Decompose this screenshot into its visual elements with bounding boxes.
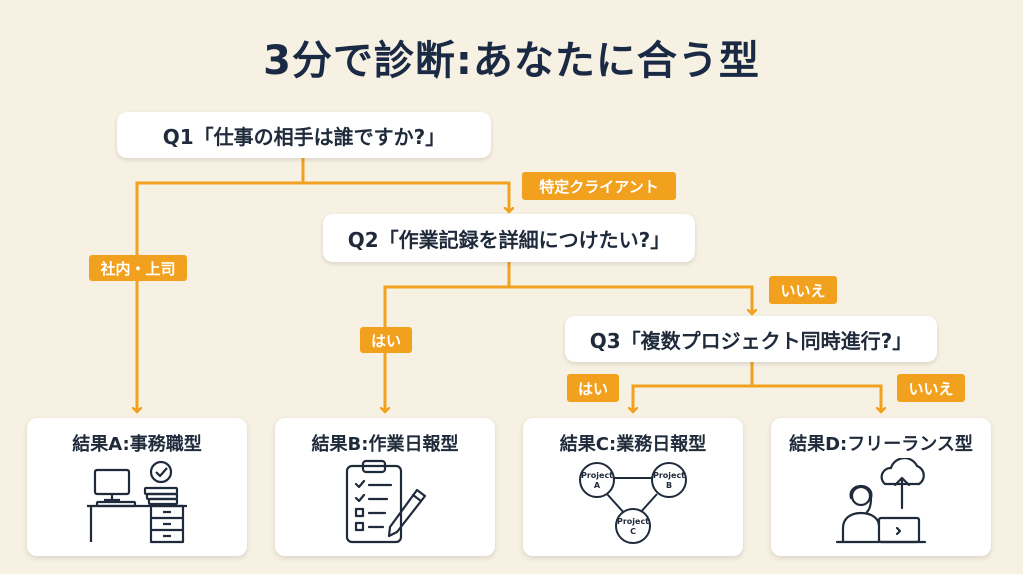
result-card-a: 結果A:事務職型 (27, 418, 247, 556)
branch-tag-q3-no: いいえ (897, 374, 965, 402)
branch-tag-q1-client: 特定クライアント (522, 172, 676, 200)
node-a-letter: A (594, 481, 601, 490)
connector-q2-to-q3 (509, 285, 752, 314)
result-a-title: 結果A:事務職型 (72, 434, 202, 455)
connector-q3-to-result-c (633, 384, 752, 412)
remote-worker-cloud-icon (835, 458, 927, 544)
connector-q1-to-result-a (137, 181, 303, 412)
node-b-label: Project (653, 471, 685, 480)
question-3: Q3「複数プロジェクト同時進行?」 (565, 316, 937, 362)
result-b-title: 結果B:作業日報型 (311, 434, 459, 455)
node-c-label: Project (617, 517, 649, 526)
connector-q2-to-result-b (385, 285, 509, 412)
connector-q3-to-result-d (752, 384, 881, 412)
connector-q1-to-q2 (303, 181, 509, 212)
branch-tag-q2-no: いいえ (769, 276, 837, 304)
result-c-title: 結果C:業務日報型 (559, 434, 707, 455)
office-desk-icon (87, 460, 187, 544)
clipboard-checklist-icon (345, 459, 427, 544)
node-b-letter: B (666, 481, 672, 490)
node-c-letter: C (630, 527, 636, 536)
project-network-icon: Project A Project B Project C (579, 462, 687, 544)
branch-tag-q1-internal: 社内・上司 (89, 255, 187, 281)
page-title: 3分で診断:あなたに合う型 (263, 38, 760, 84)
result-d-title: 結果D:フリーランス型 (789, 434, 973, 455)
result-card-d: 結果D:フリーランス型 (771, 418, 991, 556)
result-card-b: 結果B:作業日報型 (275, 418, 495, 556)
node-a-label: Project (581, 471, 613, 480)
branch-tag-q2-yes: はい (360, 327, 412, 353)
result-card-c: 結果C:業務日報型 Project A Project B Project C (523, 418, 743, 556)
question-1: Q1「仕事の相手は誰ですか?」 (117, 112, 491, 158)
branch-tag-q3-yes: はい (567, 374, 619, 402)
question-2: Q2「作業記録を詳細につけたい?」 (323, 214, 695, 262)
